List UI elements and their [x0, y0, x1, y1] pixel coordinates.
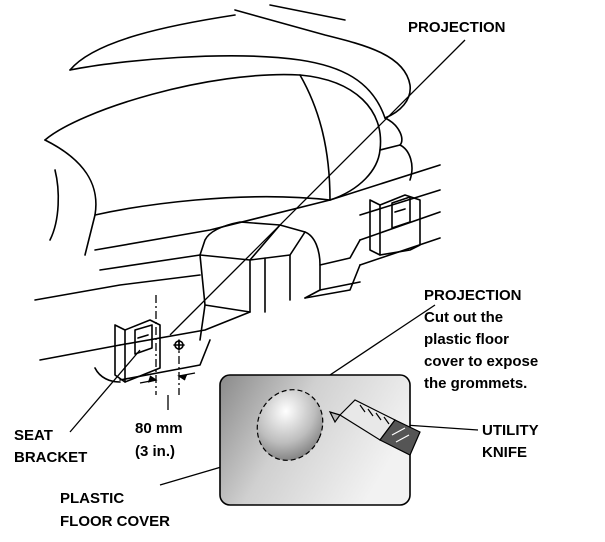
- utility-knife-label: UTILITY KNIFE: [482, 422, 539, 461]
- utility-knife-illustration: [328, 399, 421, 456]
- projection-inset-line-5: the grommets.: [424, 375, 527, 392]
- grommet-cutout: [256, 389, 324, 461]
- inset-panel: [219, 374, 421, 506]
- seat-bracket-line-2: BRACKET: [14, 449, 87, 466]
- projection-top-leader: [169, 39, 466, 336]
- dimension-line-2: (3 in.): [135, 443, 175, 460]
- plastic-floor-cover-label: PLASTIC FLOOR COVER: [60, 490, 170, 530]
- projection-inset-line-3: plastic floor: [424, 331, 509, 348]
- seat-bracket-line-1: SEAT: [14, 427, 53, 444]
- projection-inset-label: PROJECTION Cut out the plastic floor cov…: [424, 287, 538, 392]
- dimension-line-1: 80 mm: [135, 420, 183, 437]
- dimension-label: 80 mm (3 in.): [135, 420, 183, 460]
- seat-bracket-label: SEAT BRACKET: [14, 427, 87, 466]
- plastic-floor-cover-line-1: PLASTIC: [60, 490, 124, 507]
- seat-drawing: [34, 4, 441, 383]
- utility-knife-leader: [404, 424, 479, 431]
- plastic-floor-cover-line-2: FLOOR COVER: [60, 513, 170, 530]
- projection-inset-line-4: cover to expose: [424, 353, 538, 370]
- projection-inset-line-2: Cut out the: [424, 309, 503, 326]
- utility-knife-line-2: KNIFE: [482, 444, 527, 461]
- dimension-lines: [139, 295, 196, 395]
- projection-top-label: PROJECTION: [408, 19, 506, 36]
- projection-inset-line-1: PROJECTION: [424, 287, 522, 304]
- seat-bracket-leader: [69, 349, 141, 433]
- utility-knife-line-1: UTILITY: [482, 422, 539, 439]
